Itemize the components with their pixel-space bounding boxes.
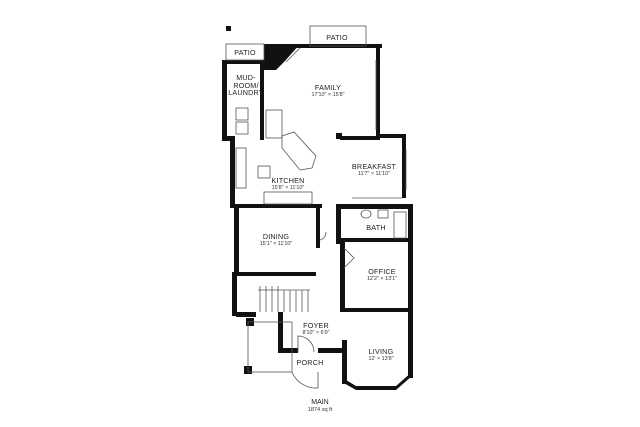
- kitchen-range: [263, 191, 313, 205]
- walls: [222, 26, 413, 390]
- kitchen-island: [281, 131, 317, 171]
- wall-foyer-bottom-right: [318, 348, 344, 353]
- wall-stair-bottom: [236, 312, 256, 317]
- room-dimensions: 12'2" × 13'1": [366, 275, 398, 282]
- wall-dining-left: [234, 208, 239, 276]
- room-label-office: OFFICE 12'2" × 13'1": [367, 268, 397, 282]
- room-label-bath: BATH: [366, 224, 385, 232]
- wall-mudroom-right: [260, 60, 264, 140]
- wall-office-bottom: [340, 308, 412, 312]
- bathtub: [393, 211, 407, 239]
- room-dimensions: 15'1" × 11'10": [259, 240, 293, 247]
- room-label-living: LIVING 12' × 13'8": [368, 348, 393, 362]
- room-dimensions: 15'8" × 11'10": [271, 184, 305, 191]
- wall-family-bottom: [340, 136, 380, 140]
- stairs: [258, 286, 310, 312]
- wall-left-upper: [222, 60, 227, 140]
- thin-lines: [225, 25, 407, 389]
- kitchen-sink-block: [257, 165, 271, 179]
- wall-living-right: [408, 312, 413, 378]
- room-name: MUD- ROOM/ LAUNDRY: [228, 73, 264, 98]
- toilet: [360, 209, 372, 219]
- foyer-door: [297, 335, 315, 353]
- room-label-dining: DINING 15'1" × 11'10": [260, 233, 293, 247]
- office-door: [343, 247, 355, 269]
- room-name: PATIO: [234, 48, 256, 57]
- wall-stair-left: [232, 276, 237, 316]
- wall-bath-bottom: [340, 238, 412, 242]
- dining-door: [319, 231, 327, 241]
- room-dimensions: 11'7" × 11'10": [357, 170, 391, 177]
- wall-kitchen-left: [230, 140, 235, 208]
- room-label-kitchen: KITCHEN 15'8" × 11'10": [272, 177, 305, 191]
- wall-bath-left: [336, 204, 341, 244]
- room-name: BREAKFAST: [351, 162, 397, 171]
- room-name: LIVING: [368, 347, 394, 356]
- wall-living-bay: [342, 372, 412, 390]
- wall-right-mid: [408, 204, 413, 312]
- porch-outline: [247, 321, 293, 373]
- room-name: PATIO: [326, 33, 348, 42]
- wall-office-left: [340, 242, 345, 312]
- room-label-breakfast: BREAKFAST 11'7" × 11'10": [352, 163, 396, 177]
- room-label-family: FAMILY 17'10" × 15'8": [311, 84, 344, 98]
- wall-dining-right: [316, 208, 320, 248]
- wall-stair-top: [232, 272, 316, 276]
- wall-kitchen-bottom: [234, 204, 322, 208]
- patio-top-outline: [309, 25, 367, 47]
- family-window: [285, 47, 301, 63]
- corner-mark: [226, 26, 231, 31]
- kitchen-counter: [265, 109, 283, 139]
- floor-area: 1874 sq ft: [307, 407, 333, 413]
- room-label-patio-left: PATIO: [234, 49, 256, 57]
- room-dimensions: 8'10" × 6'9": [302, 329, 330, 336]
- room-label-foyer: FOYER 8'10" × 6'9": [302, 322, 329, 336]
- wall-breakfast-top: [376, 134, 406, 138]
- room-label-patio-top: PATIO: [326, 34, 348, 42]
- room-name: DINING: [262, 232, 290, 241]
- wall-foyer-bottom-left: [278, 348, 298, 353]
- room-dimensions: 17'10" × 15'8": [311, 91, 345, 98]
- wall-mudroom-top: [222, 60, 264, 64]
- porch-arc: [291, 371, 319, 389]
- pillar-family: [336, 133, 342, 139]
- room-name: KITCHEN: [271, 176, 305, 185]
- washer: [235, 107, 249, 121]
- wall-living-left: [342, 340, 347, 384]
- room-dimensions: 12' × 13'8": [368, 355, 394, 362]
- room-name: FOYER: [303, 321, 329, 330]
- chimney-block: [264, 44, 300, 70]
- room-name: BATH: [366, 223, 386, 232]
- room-name: FAMILY: [314, 83, 342, 92]
- wall-step: [222, 136, 235, 141]
- wall-breakfast-right: [402, 136, 406, 198]
- room-label-porch: PORCH: [297, 359, 324, 367]
- patio-left-outline: [225, 43, 265, 61]
- wall-foyer-left: [278, 312, 283, 352]
- dryer: [235, 121, 249, 135]
- bath-sink: [377, 209, 389, 219]
- wall-bath-top: [336, 204, 412, 209]
- floor-summary: MAIN 1874 sq ft: [308, 399, 333, 413]
- room-name: PORCH: [296, 358, 324, 367]
- kitchen-left-counter: [235, 147, 247, 189]
- wall-family-right: [376, 48, 380, 136]
- room-name: OFFICE: [368, 267, 396, 276]
- floor-name: MAIN: [311, 399, 329, 406]
- room-label-mudroom: MUD- ROOM/ LAUNDRY: [228, 74, 264, 97]
